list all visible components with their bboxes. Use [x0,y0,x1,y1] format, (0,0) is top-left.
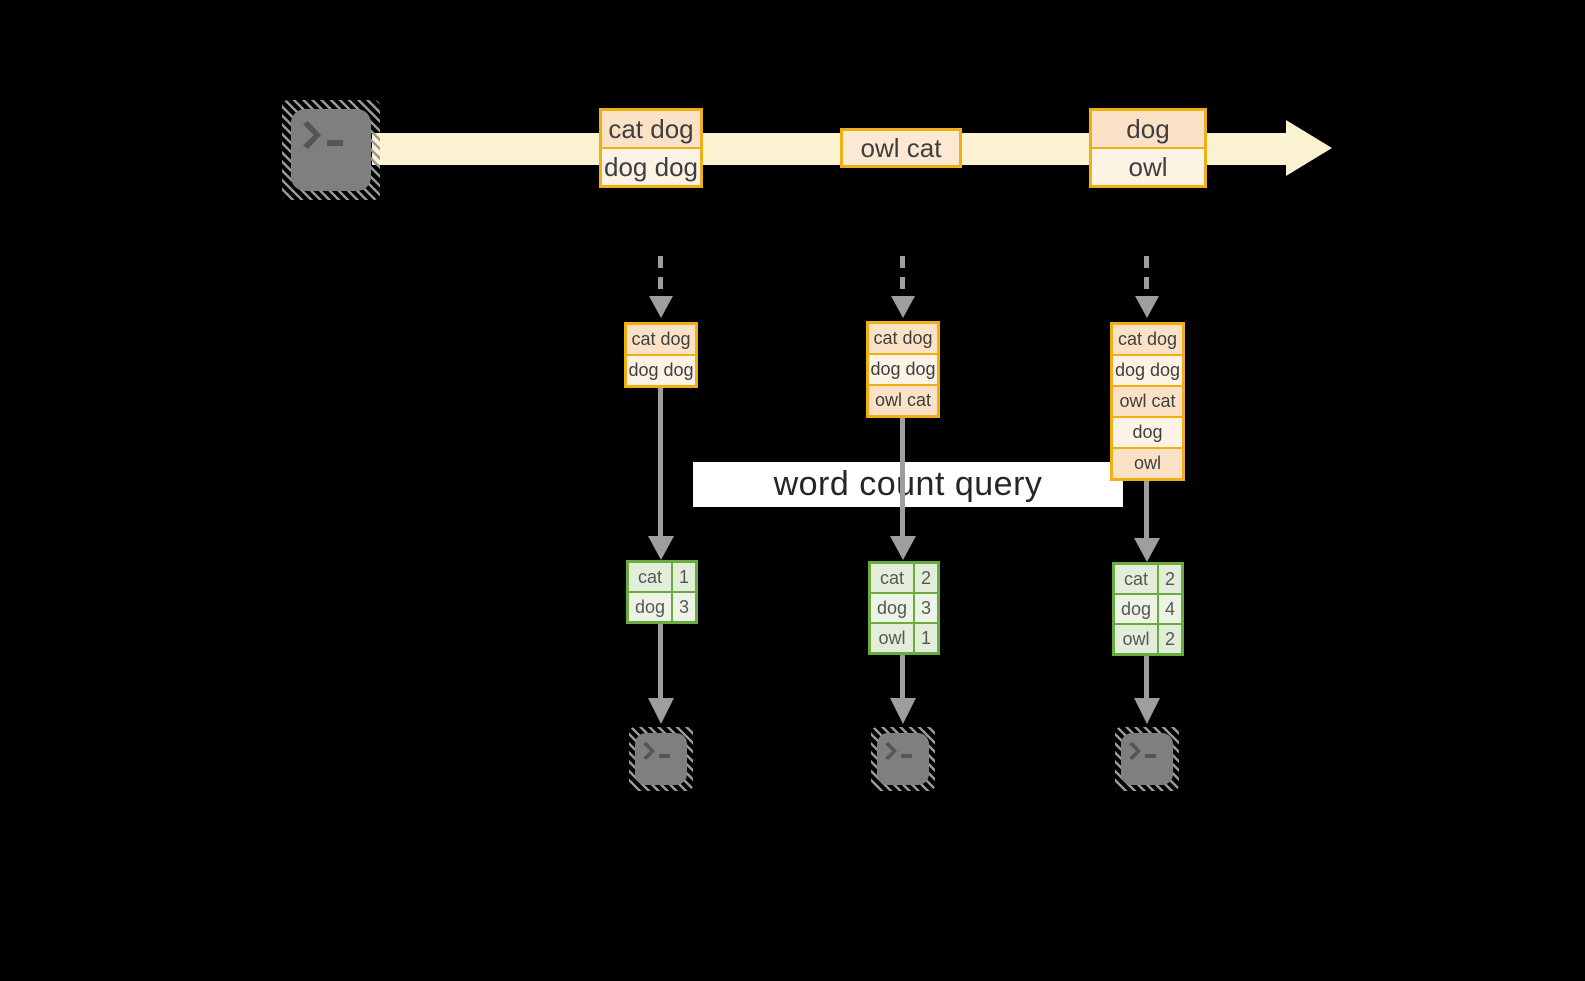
prompt-chevron-icon [303,121,321,149]
word-cell: cat [871,564,913,592]
batch-line: owl cat [869,384,937,415]
count-cell: 4 [1159,595,1181,623]
word-cell: owl [871,624,913,652]
event-line: owl [1092,147,1204,185]
batch-line: owl [1113,447,1182,478]
batch-line: cat dog [627,325,695,354]
prompt-underscore-icon [659,754,670,758]
batch-line: cat dog [1113,325,1182,354]
count-cell: 1 [915,624,937,652]
microbatch-dashed-arrow [1144,256,1149,298]
prompt-underscore-icon [327,140,343,146]
event-line: owl cat [843,131,959,165]
terminal-icon [282,100,380,200]
terminal-icon-body [1121,733,1173,785]
word-cell: dog [629,593,671,621]
stream-event-box-2: owl cat [840,128,962,168]
arrowhead-icon [1134,538,1160,562]
count-table-2: cat 2 dog 3 owl 1 [868,561,940,655]
batch-line: owl cat [1113,385,1182,416]
microbatch-dashed-arrow [658,256,663,298]
arrowhead-icon [1134,698,1160,724]
word-cell: cat [629,563,671,591]
prompt-chevron-icon [1129,742,1141,760]
output-arrow [1144,656,1149,700]
count-cell: 2 [1159,625,1181,653]
batch-box-3: cat dog dog dog owl cat dog owl [1110,322,1185,481]
event-line: cat dog [602,111,700,147]
terminal-icon [629,727,693,791]
batch-line: cat dog [869,324,937,353]
query-banner-label: word count query [773,465,1043,503]
stream-event-box-1: cat dog dog dog [599,108,703,188]
batch-line: dog dog [1113,354,1182,385]
query-arrow [900,418,905,538]
query-arrow [1144,481,1149,540]
count-table-3: cat 2 dog 4 owl 2 [1112,562,1184,656]
arrowhead-icon [890,536,916,560]
batch-box-2: cat dog dog dog owl cat [866,321,940,418]
event-line: dog [1092,111,1204,147]
count-cell: 3 [673,593,695,621]
prompt-chevron-icon [643,742,655,760]
batch-line: dog dog [627,354,695,385]
count-cell: 1 [673,563,695,591]
prompt-underscore-icon [901,754,912,758]
word-cell: dog [871,594,913,622]
stream-event-box-3: dog owl [1089,108,1207,188]
arrowhead-icon [649,296,673,318]
microbatch-dashed-arrow [900,256,905,298]
prompt-underscore-icon [1145,754,1156,758]
arrowhead-icon [890,698,916,724]
count-table-1: cat 1 dog 3 [626,560,698,624]
word-cell: cat [1115,565,1157,593]
arrowhead-icon [1135,296,1159,318]
terminal-icon [871,727,935,791]
batch-line: dog [1113,416,1182,447]
stream-arrowhead-icon [1286,120,1332,176]
output-arrow [900,655,905,700]
batch-line: dog dog [869,353,937,384]
output-arrow [658,624,663,700]
terminal-icon [1115,727,1179,791]
count-cell: 3 [915,594,937,622]
batch-box-1: cat dog dog dog [624,322,698,388]
prompt-chevron-icon [885,742,897,760]
count-cell: 2 [1159,565,1181,593]
arrowhead-icon [891,296,915,318]
event-line: dog dog [602,147,700,185]
terminal-icon-body [877,733,929,785]
arrowhead-icon [648,698,674,724]
word-cell: owl [1115,625,1157,653]
query-banner: word count query [693,462,1123,507]
terminal-icon-body [635,733,687,785]
word-cell: dog [1115,595,1157,623]
terminal-icon-body [291,109,371,191]
arrowhead-icon [648,536,674,560]
count-cell: 2 [915,564,937,592]
query-arrow [658,388,663,538]
